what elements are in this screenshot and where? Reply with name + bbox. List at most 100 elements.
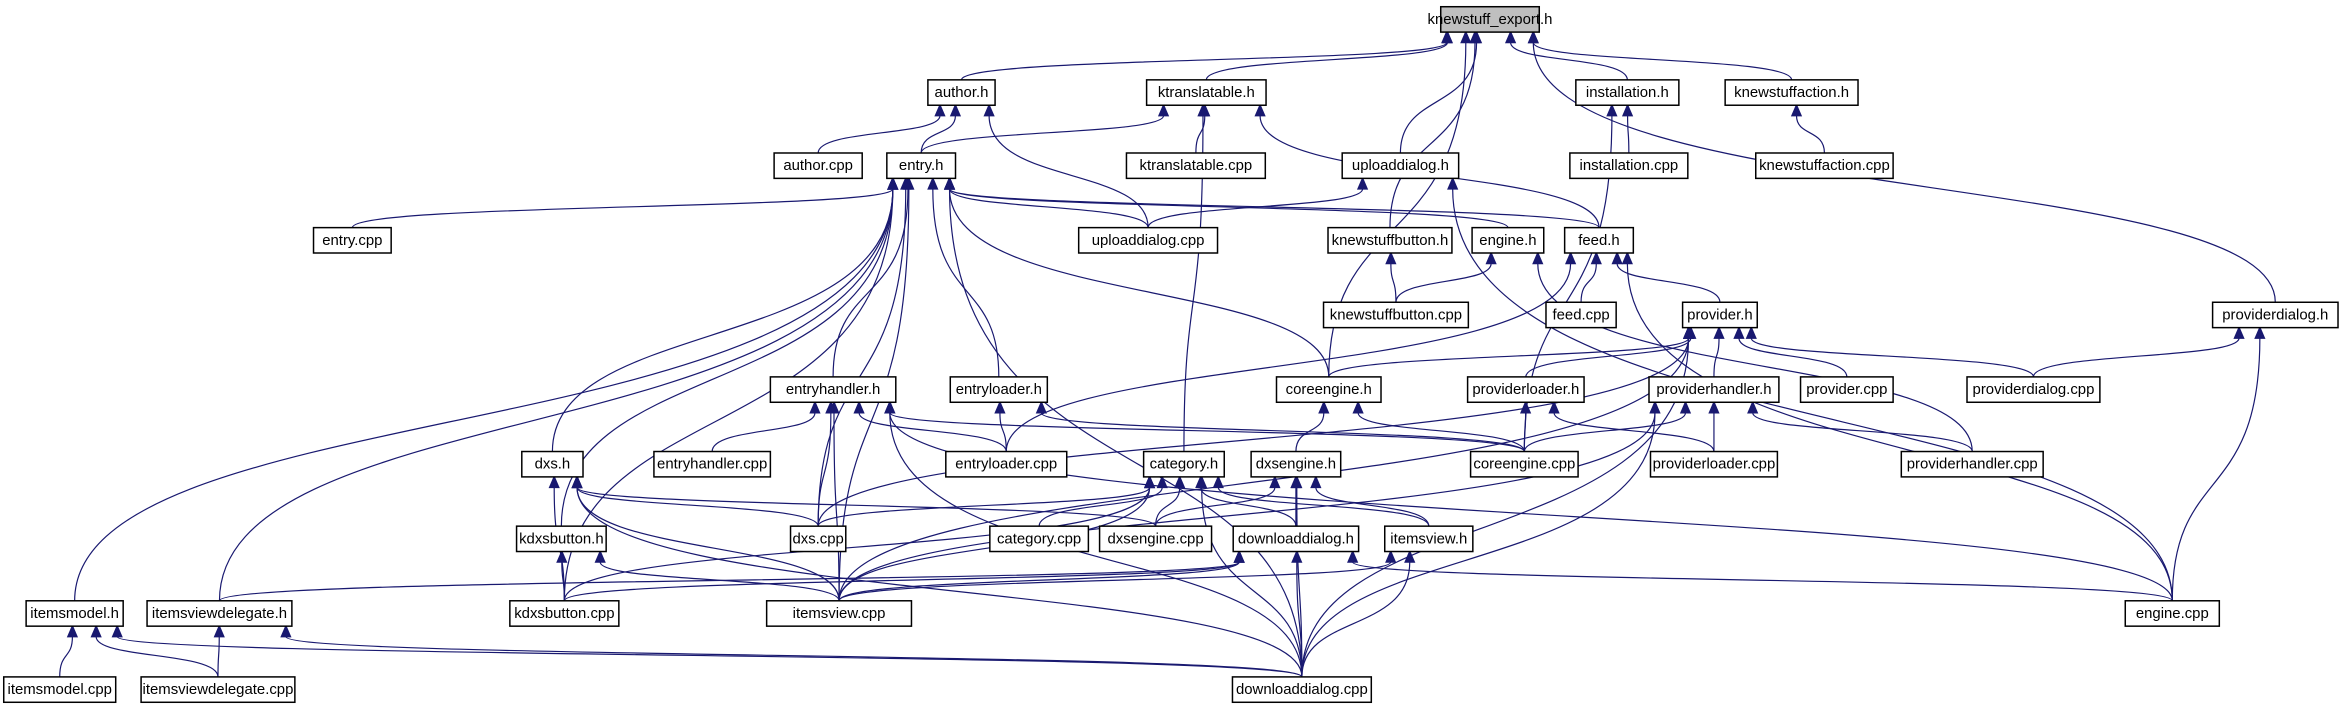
node-box — [1466, 376, 1585, 404]
node-itemsviewdelegate-h[interactable]: itemsviewdelegate.h — [146, 600, 293, 627]
node-box — [1545, 301, 1617, 329]
node-entryloader-cpp[interactable]: entryloader.cpp — [945, 450, 1068, 478]
node-entryhandler-h[interactable]: entryhandler.h — [769, 376, 897, 404]
node-itemsmodel-cpp[interactable]: itemsmodel.cpp — [2, 676, 117, 704]
node-kdxsbutton-cpp[interactable]: kdxsbutton.cpp — [509, 600, 620, 627]
edge-kdxsbutton-cpp-to-kdxsbutton-h — [561, 561, 565, 601]
node-category-cpp[interactable]: category.cpp — [989, 525, 1090, 553]
node-box — [1439, 5, 1541, 33]
edge-installation-h-to-knewstuff-export-h — [1510, 42, 1628, 81]
node-dxsengine-cpp[interactable]: dxsengine.cpp — [1098, 525, 1213, 553]
arrowhead — [1548, 400, 1560, 414]
arrowhead — [1356, 176, 1369, 190]
node-providerloader-h[interactable]: providerloader.h — [1466, 376, 1585, 404]
node-coreengine-h[interactable]: coreengine.h — [1275, 376, 1382, 404]
node-box — [1755, 152, 1894, 180]
arrowhead — [853, 400, 865, 414]
node-knewstuff-export-h[interactable]: knewstuff_export.h — [1428, 5, 1553, 33]
node-providerloader-cpp[interactable]: providerloader.cpp — [1649, 450, 1779, 478]
arrowhead — [903, 176, 915, 190]
node-label: providerdialog.h — [2222, 306, 2328, 323]
node-dxs-h[interactable]: dxs.h — [521, 450, 584, 478]
node-provider-cpp[interactable]: provider.cpp — [1799, 376, 1894, 404]
node-uploaddialog-h[interactable]: uploaddialog.h — [1341, 152, 1460, 180]
node-installation-h[interactable]: installation.h — [1575, 79, 1680, 106]
edge-itemsmodel-h-to-entry-h — [74, 188, 894, 601]
edge-kdxsbutton-cpp-to-downloaddialog-h — [563, 561, 1240, 602]
node-box — [886, 152, 957, 180]
node-feed-h[interactable]: feed.h — [1563, 226, 1635, 254]
node-entryloader-h[interactable]: entryloader.h — [949, 376, 1049, 404]
edge-author-h-to-knewstuff-export-h — [960, 42, 1448, 81]
node-box — [1383, 525, 1474, 553]
node-dxs-cpp[interactable]: dxs.cpp — [789, 525, 847, 553]
node-knewstuffbutton-h[interactable]: knewstuffbutton.h — [1327, 226, 1453, 254]
edge-entry-h-to-author-h — [920, 115, 957, 154]
node-label: installation.h — [1586, 84, 1669, 101]
node-feed-cpp[interactable]: feed.cpp — [1545, 301, 1617, 329]
node-box — [1341, 152, 1460, 180]
node-downloaddialog-cpp[interactable]: downloaddialog.cpp — [1231, 676, 1373, 704]
node-knewstuffaction-cpp[interactable]: knewstuffaction.cpp — [1755, 152, 1894, 180]
arrowhead — [548, 475, 560, 489]
node-providerhandler-cpp[interactable]: providerhandler.cpp — [1900, 450, 2044, 478]
node-box — [312, 226, 392, 254]
node-kdxsbutton-h[interactable]: kdxsbutton.h — [515, 525, 607, 553]
node-label: engine.cpp — [2136, 605, 2209, 622]
node-label: itemsviewdelegate.cpp — [143, 681, 294, 698]
node-label: downloaddialog.cpp — [1236, 681, 1368, 698]
node-provider-h[interactable]: provider.h — [1681, 301, 1758, 329]
edge-knewstuffbutton-cpp-to-engine-h — [1395, 263, 1492, 303]
arrowhead — [1447, 176, 1459, 190]
node-author-h[interactable]: author.h — [927, 79, 996, 106]
arrowhead — [809, 400, 821, 414]
node-label: providerhandler.h — [1656, 381, 1771, 398]
node-itemsview-cpp[interactable]: itemsview.cpp — [765, 600, 913, 627]
node-downloaddialog-h[interactable]: downloaddialog.h — [1232, 525, 1360, 553]
node-engine-h[interactable]: engine.h — [1471, 226, 1545, 254]
node-entry-h[interactable]: entry.h — [886, 152, 957, 180]
node-category-h[interactable]: category.h — [1142, 450, 1225, 478]
node-ktranslatable-cpp[interactable]: ktranslatable.cpp — [1125, 152, 1267, 180]
node-box — [653, 450, 772, 478]
node-providerdialog-cpp[interactable]: providerdialog.cpp — [1966, 376, 2101, 404]
arrowhead — [1621, 103, 1634, 117]
arrowhead — [1469, 30, 1481, 44]
node-uploaddialog-cpp[interactable]: uploaddialog.cpp — [1077, 226, 1219, 254]
node-providerdialog-h[interactable]: providerdialog.h — [2211, 301, 2339, 329]
edge-itemsview-cpp-to-providerhandler-h — [838, 412, 1656, 601]
node-box — [509, 600, 620, 627]
edge-uploaddialog-cpp-to-uploaddialog-h — [1147, 188, 1364, 228]
node-label: knewstuffaction.h — [1734, 84, 1849, 101]
edge-category-h-to-ktranslatable-h — [1183, 115, 1204, 452]
node-itemsviewdelegate-cpp[interactable]: itemsviewdelegate.cpp — [140, 676, 296, 704]
node-dxsengine-h[interactable]: dxsengine.h — [1250, 450, 1342, 478]
node-label: uploaddialog.cpp — [1092, 232, 1205, 249]
node-knewstuffbutton-cpp[interactable]: knewstuffbutton.cpp — [1322, 301, 1470, 329]
node-engine-cpp[interactable]: engine.cpp — [2124, 600, 2221, 627]
node-installation-cpp[interactable]: installation.cpp — [1569, 152, 1689, 180]
node-box — [773, 152, 863, 180]
edge-author-cpp-to-author-h — [817, 115, 941, 154]
edge-engine-cpp-to-feed-h — [1626, 263, 2173, 601]
node-entryhandler-cpp[interactable]: entryhandler.cpp — [653, 450, 772, 478]
arrowhead — [66, 624, 79, 638]
node-author-cpp[interactable]: author.cpp — [773, 152, 863, 180]
node-coreengine-cpp[interactable]: coreengine.cpp — [1469, 450, 1579, 478]
node-ktranslatable-h[interactable]: ktranslatable.h — [1145, 79, 1267, 106]
arrowhead — [1747, 400, 1759, 414]
arrowhead — [1347, 549, 1359, 563]
edge-downloaddialog-cpp-to-provider-h — [1301, 338, 1690, 677]
arrowhead — [571, 475, 583, 489]
node-itemsview-h[interactable]: itemsview.h — [1383, 525, 1474, 553]
arrowhead — [1621, 251, 1633, 265]
node-knewstuffaction-h[interactable]: knewstuffaction.h — [1724, 79, 1859, 106]
edge-knewstuffbutton-h-to-knewstuff-export-h — [1389, 42, 1476, 228]
node-providerhandler-h[interactable]: providerhandler.h — [1648, 376, 1780, 404]
node-box — [1471, 226, 1545, 254]
node-itemsmodel-h[interactable]: itemsmodel.h — [25, 600, 124, 627]
edges — [59, 30, 2276, 678]
edge-uploaddialog-cpp-to-entry-h — [948, 188, 1149, 228]
edge-installation-cpp-to-installation-h — [1626, 115, 1630, 153]
node-entry-cpp[interactable]: entry.cpp — [312, 226, 392, 254]
